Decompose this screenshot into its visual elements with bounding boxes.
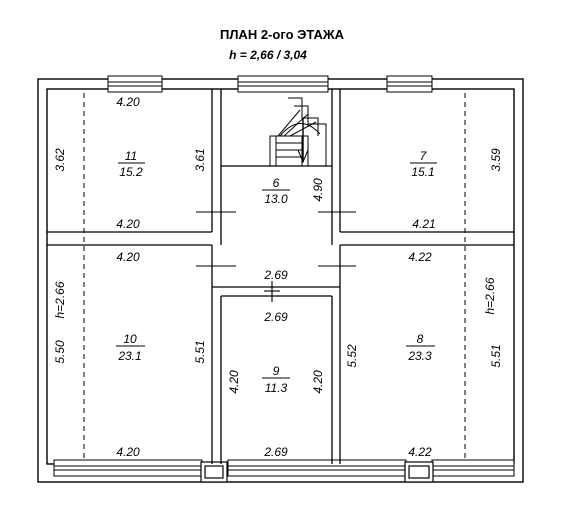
room-area: 13.0 [264, 192, 288, 206]
staircase [269, 97, 327, 167]
dim-r11-top: 4.20 [116, 95, 140, 109]
interior-walls [47, 89, 514, 464]
room-11: 11 15.2 [118, 149, 145, 179]
room-6: 6 13.0 [262, 176, 290, 206]
dim-r8-bottom: 4.22 [408, 445, 432, 459]
dim-r10-left: 5.50 [53, 340, 67, 364]
dim-r8-left: 5.52 [345, 344, 359, 368]
room-number: 8 [417, 332, 424, 346]
door-marks [196, 211, 356, 302]
dashed-lines [83, 93, 466, 460]
dim-r10-right: 5.51 [193, 340, 207, 363]
room-number: 11 [125, 149, 137, 163]
room-area: 11.3 [265, 381, 288, 395]
dim-corridor-bottom: 2.69 [263, 268, 288, 282]
room-number: 7 [420, 149, 428, 163]
dim-r9-left: 4.20 [227, 370, 241, 394]
room-10: 10 23.1 [116, 332, 145, 363]
room-9: 9 11.3 [262, 364, 290, 395]
dim-r10-top: 4.20 [116, 250, 140, 264]
height-note: h = 2,66 / 3,04 [229, 48, 307, 62]
dim-r8-top: 4.22 [408, 250, 432, 264]
room-area: 23.1 [117, 349, 141, 363]
room-area: 15.1 [411, 165, 434, 179]
room-7: 7 15.1 [410, 149, 437, 179]
room-8: 8 23.3 [406, 332, 435, 363]
dim-r11-right: 3.61 [193, 148, 207, 171]
dim-r11-left: 3.62 [53, 148, 67, 172]
room-number: 10 [123, 332, 137, 346]
dim-r6-right: 4.90 [311, 178, 325, 202]
dim-r10-h: h=2.66 [53, 281, 67, 318]
dim-r11-bottom: 4.20 [116, 217, 140, 231]
dim-r8-right: 5.51 [489, 344, 503, 367]
dim-r8-h: h=2.66 [483, 277, 497, 314]
dim-r9-top: 2.69 [263, 310, 288, 324]
room-labels: 11 15.2 6 13.0 7 15.1 10 23.1 9 11.3 8 2… [116, 149, 437, 395]
room-number: 9 [273, 364, 280, 378]
plan-title: ПЛАН 2-ого ЭТАЖА [220, 27, 345, 42]
room-area: 15.2 [119, 165, 143, 179]
dim-r9-bottom: 2.69 [263, 445, 288, 459]
dim-r7-bottom: 4.21 [412, 217, 435, 231]
room-area: 23.3 [407, 349, 432, 363]
bottom-windows [53, 459, 515, 477]
dimension-labels: 4.20 3.62 3.61 4.20 4.90 3.59 4.21 4.20 … [53, 95, 503, 459]
dim-r9-right: 4.20 [311, 370, 325, 394]
dim-r7-right: 3.59 [489, 148, 503, 172]
top-windows [107, 75, 433, 93]
wall-piers [200, 461, 434, 483]
dim-r10-bottom: 4.20 [116, 445, 140, 459]
room-number: 6 [273, 176, 280, 190]
